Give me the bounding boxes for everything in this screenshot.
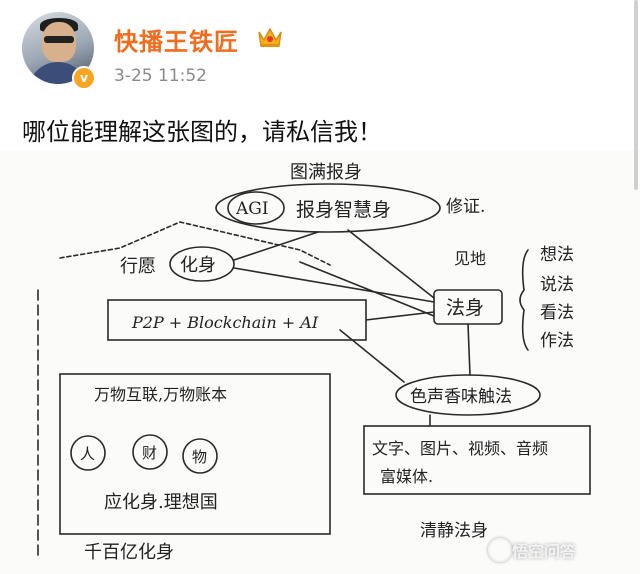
wukong-logo-icon (488, 538, 512, 562)
post-header: v 快播王铁匠 3-25 11:52 (0, 0, 640, 100)
sketch-agi-label: AGI (235, 199, 269, 219)
sketch-sense-node: 色声香味触法 (410, 387, 512, 407)
sketch-practice-node: 化身 (180, 255, 216, 276)
watermark: 悟空问答 (512, 542, 577, 561)
sketch-agi-node: 报身智慧身 (296, 199, 391, 221)
avatar[interactable] (22, 12, 94, 84)
post-timestamp: 3-25 11:52 (114, 66, 207, 86)
post-text: 哪位能理解这张图的，请私信我！ (22, 118, 382, 146)
sketch-tech-node: P2P + Blockchain + AI (131, 313, 319, 332)
sketch-practice-label: 行愿 (120, 256, 156, 277)
sketch-pure-label: 清静法身 (420, 521, 488, 541)
username[interactable]: 快播王铁匠 (114, 28, 239, 56)
sketch-top-title: 图满报身 (290, 162, 362, 183)
sketch-left-subtitle: 应化身.理想国 (104, 492, 218, 513)
sketch-circle-things: 物 (192, 448, 207, 466)
sketch-media-line1: 文字、图片、视频、音频 (372, 439, 548, 458)
sketch-diagram: 图满报身 AGI 报身智慧身 修证. 行愿 化身 见地 法身 想法 说法 看法 … (37, 162, 591, 563)
sketch-insight-label: 见地 (454, 249, 486, 268)
sketch-left-title: 万物互联,万物账本 (94, 385, 227, 404)
sketch-media-line2: 富媒体. (380, 467, 433, 486)
scrollbar[interactable] (634, 0, 638, 190)
sketch-circle-person: 人 (80, 445, 95, 463)
sketch-method-2: 说法 (540, 275, 574, 295)
sketch-agi-note: 修证. (446, 197, 485, 217)
sketch-circle-wealth: 财 (142, 444, 157, 462)
sketch-method-4: 作法 (540, 331, 574, 351)
verified-badge-icon: v (72, 66, 96, 90)
sketch-dharma-node: 法身 (446, 297, 484, 319)
sketch-method-1: 想法 (540, 245, 574, 265)
sketch-image: 图满报身 AGI 报身智慧身 修证. 行愿 化身 见地 法身 想法 说法 看法 … (0, 150, 640, 574)
sketch-method-3: 看法 (540, 303, 574, 323)
crown-icon (258, 27, 282, 47)
sketch-left-bottom: 千百亿化身 (84, 542, 174, 563)
